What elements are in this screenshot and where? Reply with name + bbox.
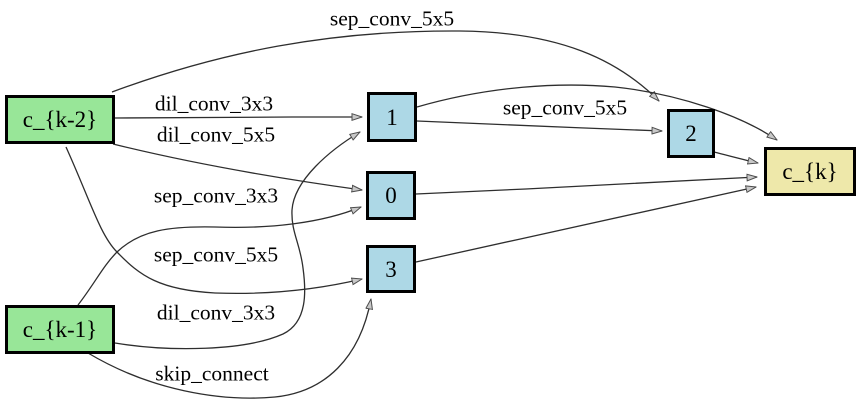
edge-label-sep-conv-5x5-1-to-2: sep_conv_5x5 (502, 95, 628, 120)
node-c-k-2: c_{k-2} (5, 95, 115, 144)
node-1: 1 (367, 92, 417, 142)
edge-label-skip-connect-to-3: skip_connect (155, 361, 269, 386)
edge-label-dil-conv-3x3-to-3: dil_conv_3x3 (156, 300, 276, 325)
edge-1-to-ck (416, 84, 777, 140)
edge-label-sep-conv-3x3-to-0: sep_conv_3x3 (153, 183, 279, 208)
edge-ck2-to-3-dil_conv_3x3 (65, 146, 362, 295)
edge-1-to-2-sep_conv_5x5 (416, 120, 662, 131)
edge-label-sep-conv-5x5-to-1: sep_conv_5x5 (153, 242, 279, 267)
edge-ck1-to-1-sep_conv_5x5 (114, 132, 360, 350)
edge-label-sep-conv-5x5-to-2: sep_conv_5x5 (329, 6, 455, 31)
edge-ck1-to-3-skip_connect (87, 299, 371, 399)
edge-0-to-ck (415, 177, 757, 195)
node-c-k-1: c_{k-1} (5, 305, 115, 354)
edge-ck2-to-2-sep_conv_5x5 (111, 30, 659, 101)
edge-label-dil-conv-3x3-to-1: dil_conv_3x3 (154, 91, 274, 116)
node-c-k: c_{k} (764, 147, 856, 196)
edge-ck2-to-1-dil_conv_3x3 (114, 117, 362, 118)
node-2: 2 (667, 109, 715, 158)
node-3: 3 (366, 245, 416, 293)
edge-3-to-ck (415, 187, 756, 263)
node-0: 0 (366, 171, 416, 220)
edge-label-dil-conv-5x5-to-0: dil_conv_5x5 (156, 122, 276, 147)
edge-ck2-to-0-dil_conv_5x5 (112, 143, 362, 190)
edge-2-to-ck (713, 151, 758, 163)
edge-ck1-to-0-sep_conv_3x3 (77, 207, 361, 306)
